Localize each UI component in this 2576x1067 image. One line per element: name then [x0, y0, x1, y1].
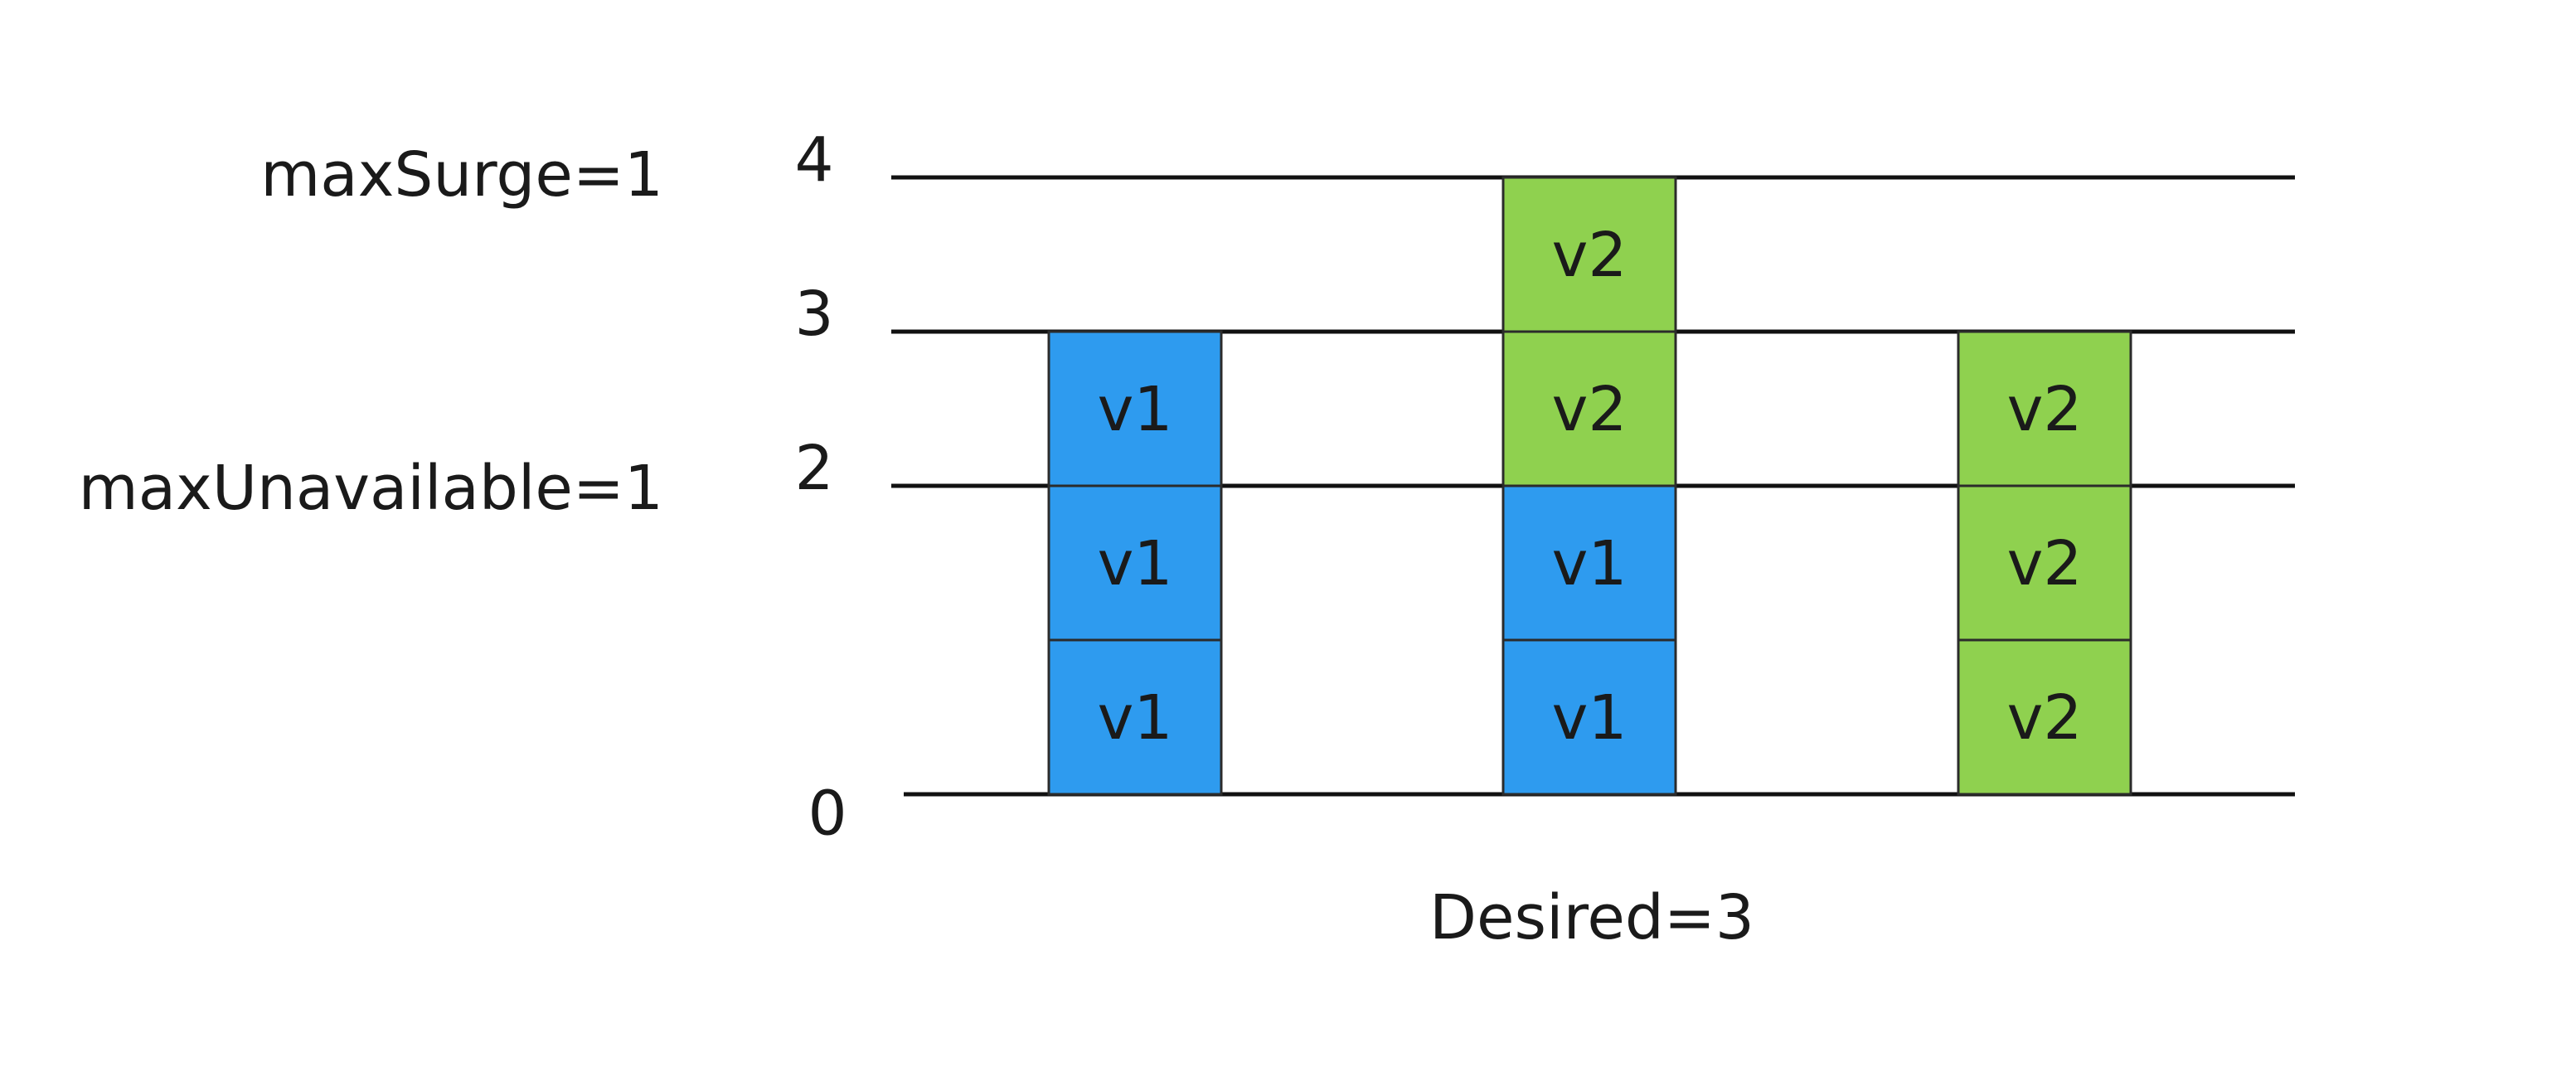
pod-v1-block — [1047, 330, 1223, 487]
level-label-0: 0 — [808, 778, 847, 850]
pod-v1-block — [1501, 484, 1677, 642]
stage-column-1: v1 v1 v1 — [1047, 330, 1223, 796]
pod-v2-block — [1501, 176, 1677, 333]
desired-label: Desired=3 — [1429, 882, 1754, 953]
pod-v1-label: v1 — [1552, 682, 1628, 754]
pod-v2-label: v2 — [1552, 220, 1628, 291]
pod-v2-label: v2 — [2007, 374, 2083, 445]
pod-v1-label: v1 — [1098, 682, 1173, 754]
level-label-2: 2 — [794, 433, 833, 504]
level-labels: 0 2 3 4 — [794, 124, 847, 850]
pod-v1-block — [1501, 638, 1677, 796]
pod-v1-label: v1 — [1098, 528, 1173, 599]
pod-v2-block — [1957, 638, 2132, 796]
pod-v2-label: v2 — [2007, 528, 2083, 599]
pod-v2-label: v2 — [1552, 374, 1628, 445]
pod-v1-label: v1 — [1098, 374, 1173, 445]
max-unavailable-label: maxUnavailable=1 — [79, 453, 663, 524]
stage-column-2: v1 v1 v2 v2 — [1501, 176, 1677, 796]
level-label-4: 4 — [794, 124, 833, 196]
pod-v1-label: v1 — [1552, 528, 1628, 599]
level-label-3: 3 — [794, 279, 833, 350]
pod-v1-block — [1047, 484, 1223, 642]
pod-v1-block — [1047, 638, 1223, 796]
pod-v2-label: v2 — [2007, 682, 2083, 754]
stage-column-3: v2 v2 v2 — [1957, 330, 2132, 796]
pod-v2-block — [1501, 330, 1677, 487]
pod-v2-block — [1957, 330, 2132, 487]
pod-v2-block — [1957, 484, 2132, 642]
pod-columns: v1 v1 v1 v1 v1 v2 v2 v2 v2 v2 — [1047, 176, 2132, 796]
max-surge-label: maxSurge=1 — [260, 139, 663, 211]
